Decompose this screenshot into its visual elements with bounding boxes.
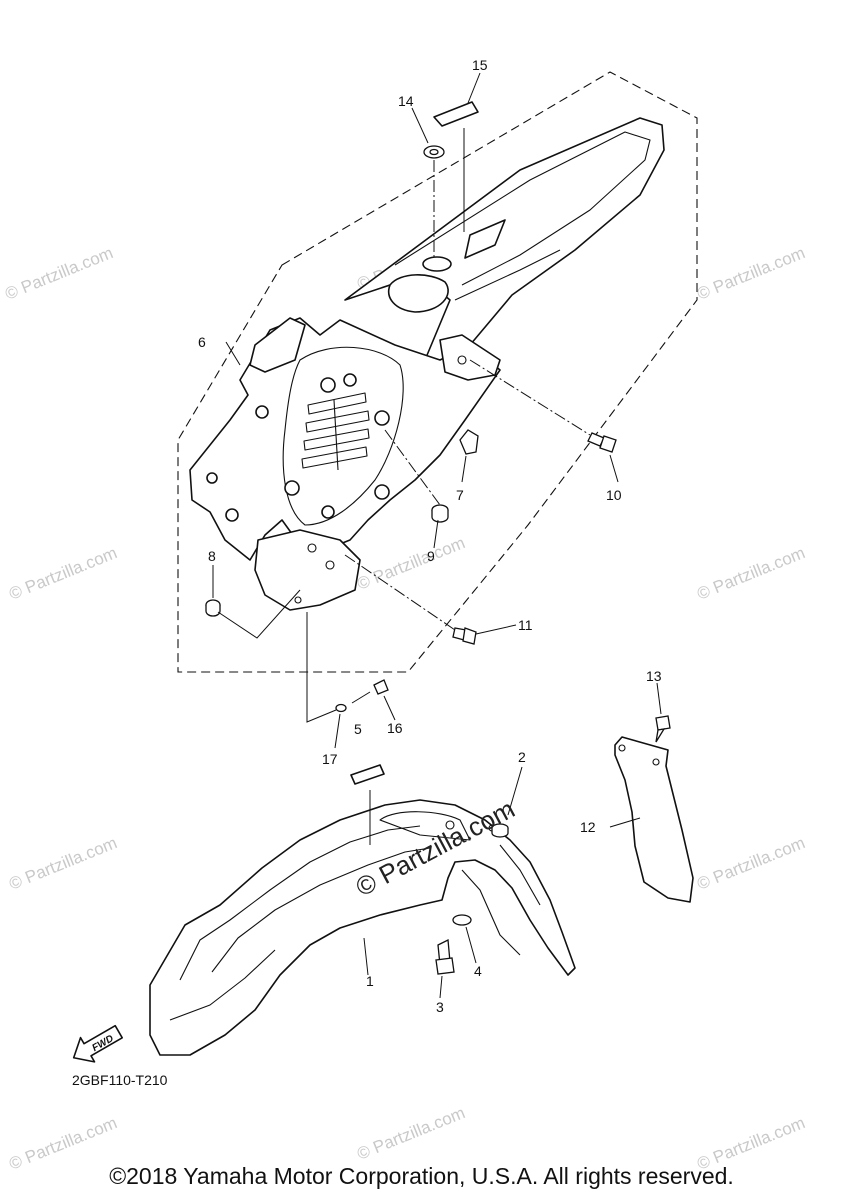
collar	[205, 599, 221, 617]
washer	[452, 914, 472, 926]
callout-12: 12	[580, 819, 596, 835]
bolt	[587, 432, 617, 453]
callout-13: 13	[646, 668, 662, 684]
callout-labels: 1 2 3 4 5 6 7 8 9 10 11 12 13 14 15 16 1…	[198, 57, 662, 1015]
nut	[459, 429, 479, 455]
front-fender	[149, 799, 576, 1056]
watermark: © Partzilla.com	[354, 1103, 467, 1164]
watermark: © Partzilla.com	[694, 543, 807, 604]
grommet	[423, 145, 445, 159]
leader-line	[217, 589, 301, 639]
watermark: © Partzilla.com	[2, 243, 115, 304]
fwd-label: FWD	[90, 1033, 115, 1054]
callout-17: 17	[322, 751, 338, 767]
callout-2: 2	[518, 749, 526, 765]
callout-15: 15	[472, 57, 488, 73]
callout-8: 8	[208, 548, 216, 564]
rear-fender	[189, 117, 665, 611]
callout-leaders	[212, 72, 662, 999]
mud-flap	[614, 736, 694, 903]
callout-11: 11	[518, 617, 533, 633]
watermark: © Partzilla.com	[6, 543, 119, 604]
collar	[431, 504, 449, 523]
callout-4: 4	[474, 963, 482, 979]
bolt	[435, 938, 455, 975]
diagram-code: 2GBF110-T210	[72, 1072, 168, 1088]
callout-6: 6	[198, 334, 206, 350]
callout-5: 5	[354, 721, 362, 737]
watermark: © Partzilla.com	[354, 533, 467, 594]
assembly-boundary	[177, 71, 698, 673]
watermark: © Partzilla.com	[694, 833, 807, 894]
callout-9: 9	[427, 548, 435, 564]
label-decal	[350, 764, 385, 785]
callout-14: 14	[398, 93, 414, 109]
watermark: © Partzilla.com	[6, 833, 119, 894]
copyright-notice: ©2018 Yamaha Motor Corporation, U.S.A. A…	[109, 1163, 734, 1189]
assembly-line	[469, 359, 591, 436]
callout-16: 16	[387, 720, 403, 736]
emblem	[433, 101, 479, 127]
callout-10: 10	[606, 487, 622, 503]
callout-1: 1	[366, 973, 374, 989]
assembly-line	[384, 429, 441, 506]
leader-line	[306, 612, 337, 723]
fwd-arrow-icon: FWD	[72, 1024, 124, 1063]
watermark: © Partzilla.com	[694, 243, 807, 304]
assembly-line	[344, 554, 456, 631]
collar	[491, 823, 509, 838]
bolt	[452, 627, 477, 645]
washer	[335, 703, 347, 713]
callout-3: 3	[436, 999, 444, 1015]
screw	[655, 715, 671, 743]
callout-7: 7	[456, 487, 464, 503]
screw	[351, 679, 389, 704]
